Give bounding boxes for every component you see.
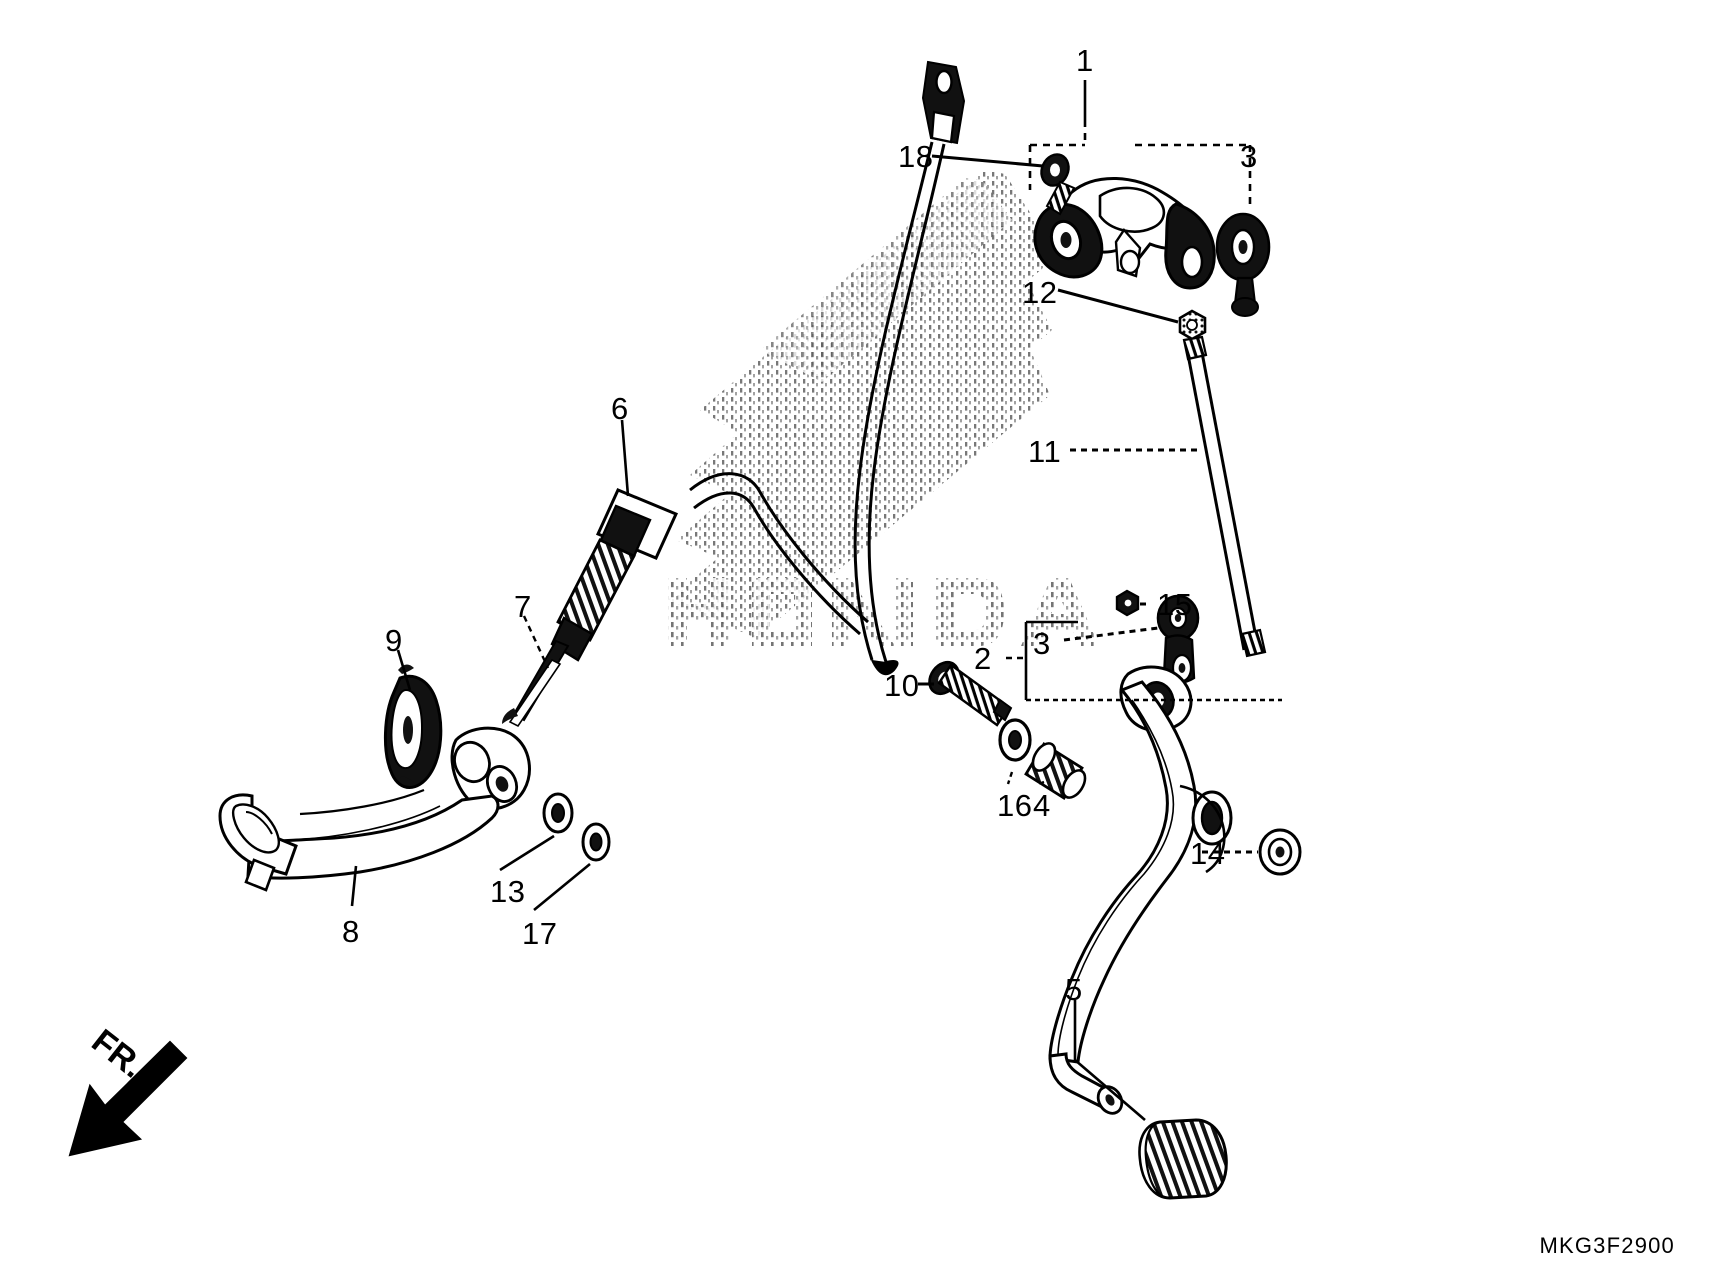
part-17-washer xyxy=(581,822,611,862)
callout-12: 12 xyxy=(1022,275,1058,310)
callout-2: 2 xyxy=(974,641,992,676)
part-15-nut xyxy=(1115,589,1140,617)
callout-3-upper: 3 xyxy=(1240,139,1258,174)
callout-3-lower: 3 xyxy=(1033,626,1051,661)
callout-1: 1 xyxy=(1076,43,1094,78)
part-11-link-rod xyxy=(1182,335,1267,658)
callout-6: 6 xyxy=(611,391,629,426)
part-4-collar-bushing xyxy=(1024,742,1087,800)
callout-18: 18 xyxy=(898,139,934,174)
callout-7: 7 xyxy=(514,589,532,624)
callout-16: 16 xyxy=(997,788,1033,823)
part-16-plain-washer xyxy=(998,718,1032,762)
part-1-brake-arm-assembly xyxy=(1033,176,1216,290)
callout-leaders xyxy=(350,80,1282,1121)
callout-14: 14 xyxy=(1190,836,1226,871)
part-13-washer xyxy=(542,792,574,834)
part-5-rubber-tip xyxy=(1138,1118,1228,1200)
diagram-part-code: MKG3F2900 xyxy=(1539,1233,1675,1258)
rod-end-fitting xyxy=(921,60,966,145)
callout-5: 5 xyxy=(1065,972,1083,1007)
callout-15: 15 xyxy=(1157,587,1193,622)
part-7-cotter-pin xyxy=(502,639,570,728)
part-8-brake-pedal xyxy=(218,726,531,892)
part-10-flange-bolt xyxy=(928,660,1013,727)
front-direction-arrow-icon xyxy=(68,1040,188,1157)
callout-10: 10 xyxy=(884,668,920,703)
part-9-return-spring xyxy=(384,664,443,789)
part-12-lock-nut xyxy=(1178,309,1207,341)
callout-17: 17 xyxy=(522,916,558,951)
callout-4: 4 xyxy=(1033,788,1051,823)
part-18-pivot-bolt xyxy=(1040,153,1076,216)
callout-13: 13 xyxy=(490,874,526,909)
part-3-upper-ball-joint xyxy=(1215,212,1271,317)
brake-rod-upper xyxy=(853,60,966,676)
callout-11: 11 xyxy=(1028,434,1062,469)
callout-8: 8 xyxy=(342,914,360,949)
part-14-washer-seal xyxy=(1258,828,1302,876)
callout-9: 9 xyxy=(385,623,403,658)
part-2-gearshift-pedal xyxy=(1048,665,1233,1115)
